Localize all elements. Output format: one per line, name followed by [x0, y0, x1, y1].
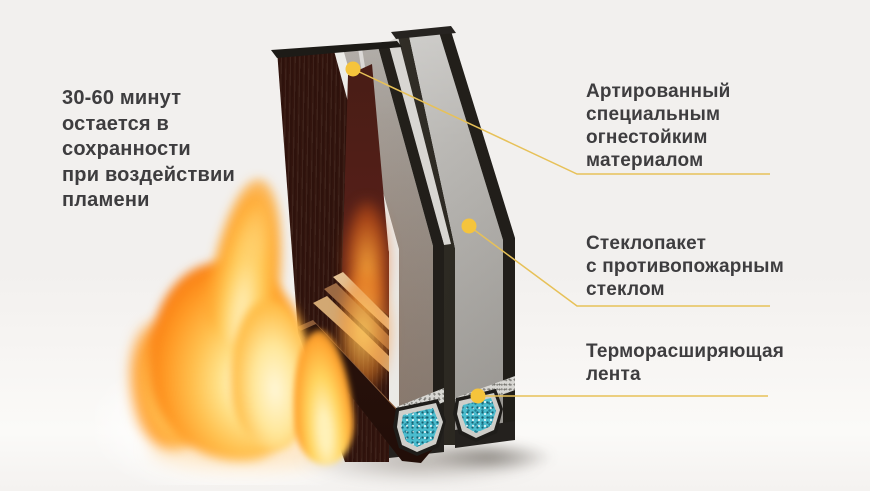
fire-resistance-note: 30-60 минут остается в сохранности при в… [62, 86, 235, 214]
label-line: Артированный [586, 81, 731, 102]
label-line: Стеклопакет [586, 233, 707, 254]
unit-contact-shadow [425, 442, 555, 472]
label-line: с противопожарным [586, 256, 784, 277]
label-glazing-unit: Стеклопакет с противопожарным стеклом [586, 232, 784, 301]
label-line: материалом [586, 150, 704, 171]
label-reinforced-material: Артированный специальным огнестойким мат… [586, 80, 731, 172]
note-line: остается в [62, 112, 170, 135]
label-thermal-tape: Терморасширяющая лента [586, 340, 784, 386]
label-line: Терморасширяющая [586, 341, 785, 362]
label-line: стеклом [586, 279, 665, 300]
label-line: огнестойким [586, 127, 708, 148]
note-line: 30-60 минут [62, 87, 182, 109]
note-line: пламени [62, 189, 150, 211]
label-line: лента [586, 364, 641, 385]
note-line: сохранности [62, 138, 191, 160]
note-line: при воздействии [62, 163, 235, 186]
label-line: специальным [586, 104, 721, 125]
